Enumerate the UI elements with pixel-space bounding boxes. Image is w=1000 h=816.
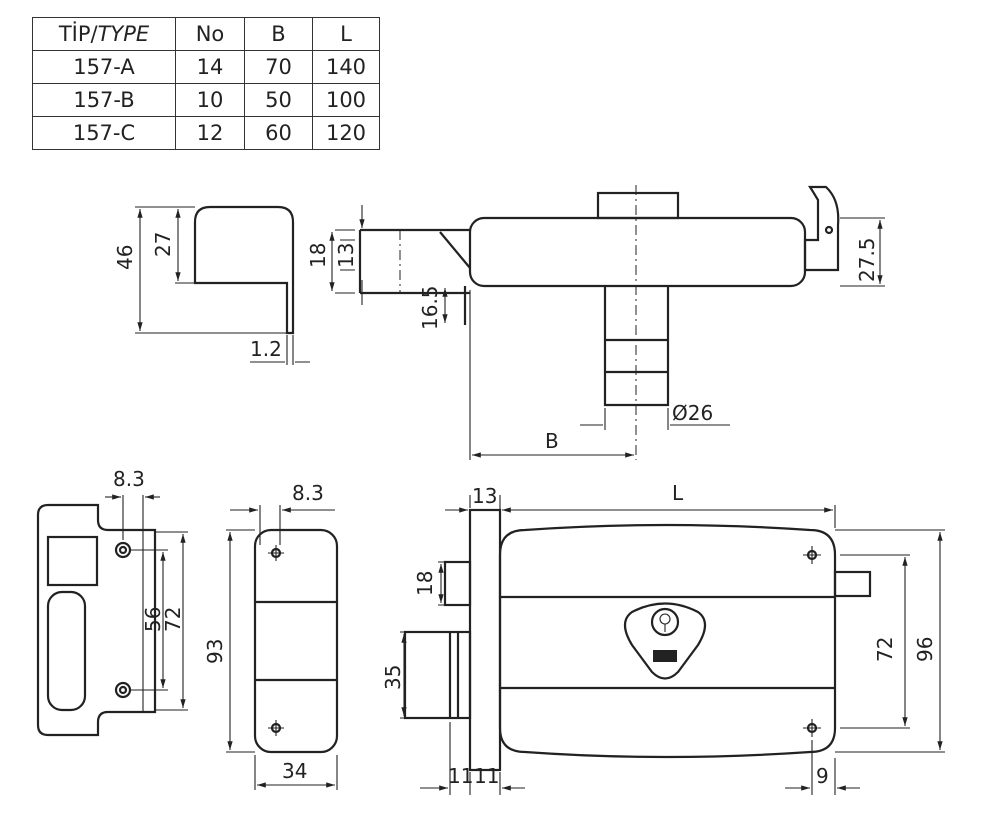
dim-b: B	[545, 429, 559, 453]
dim-16-5: 16.5	[418, 285, 442, 330]
cell-b: 50	[244, 83, 313, 117]
dim-96: 96	[913, 637, 937, 662]
cell-type: 157-B	[32, 83, 176, 117]
dim-18-front: 18	[413, 571, 437, 596]
dim-56: 56	[141, 607, 165, 632]
dim-11-b: 11	[474, 764, 499, 788]
dim-l: L	[672, 481, 684, 505]
dim-9: 9	[816, 764, 829, 788]
cell-l: 100	[312, 83, 380, 117]
cell-l: 120	[312, 116, 380, 150]
key-cylinder-icon	[623, 602, 707, 680]
cell-l: 140	[312, 50, 380, 84]
dim-93: 93	[203, 639, 227, 664]
dim-46: 46	[113, 245, 137, 270]
cell-b: 60	[244, 116, 313, 150]
cell-no: 14	[175, 50, 245, 84]
dim-72-strike: 72	[161, 607, 185, 632]
dim-35: 35	[381, 665, 405, 690]
dim-1-2: 1.2	[250, 337, 282, 361]
dim-72-front: 72	[873, 637, 897, 662]
dim-27: 27	[151, 232, 175, 257]
lock-top-view: 18 13 16.5 27.5 Ø26 B	[306, 185, 885, 460]
table-row: 157-A 14 70 140	[32, 50, 380, 84]
dim-cylinder-diameter: Ø26	[672, 401, 713, 425]
dim-27-5: 27.5	[855, 237, 879, 282]
lock-front-view: 13 L 18 35 11 11 72 96 9	[381, 481, 945, 795]
cell-no: 10	[175, 83, 245, 117]
cell-b: 70	[244, 50, 313, 84]
bracket-side-view: 46 27 1.2	[113, 205, 310, 365]
dim-18-latch: 18	[306, 243, 330, 268]
table-row: 157-B 10 50 100	[32, 83, 380, 117]
dim-13-front: 13	[472, 484, 497, 508]
header-type: TİP/TYPE	[32, 17, 176, 51]
dim-13-latch: 13	[334, 243, 358, 268]
spec-table: TİP/TYPE No B L 157-A 14 70 140 157-B 10…	[32, 17, 380, 150]
table-row: 157-C 12 60 120	[32, 116, 380, 150]
dim-8-3-plate: 8.3	[292, 481, 324, 505]
dim-34: 34	[282, 759, 307, 783]
strike-plate-view: 8.3 56 72	[36, 467, 188, 737]
dim-8-3-strike: 8.3	[113, 467, 145, 491]
dim-11-a: 11	[448, 764, 473, 788]
mounting-plate-view: 93 34 8.3	[203, 481, 339, 790]
